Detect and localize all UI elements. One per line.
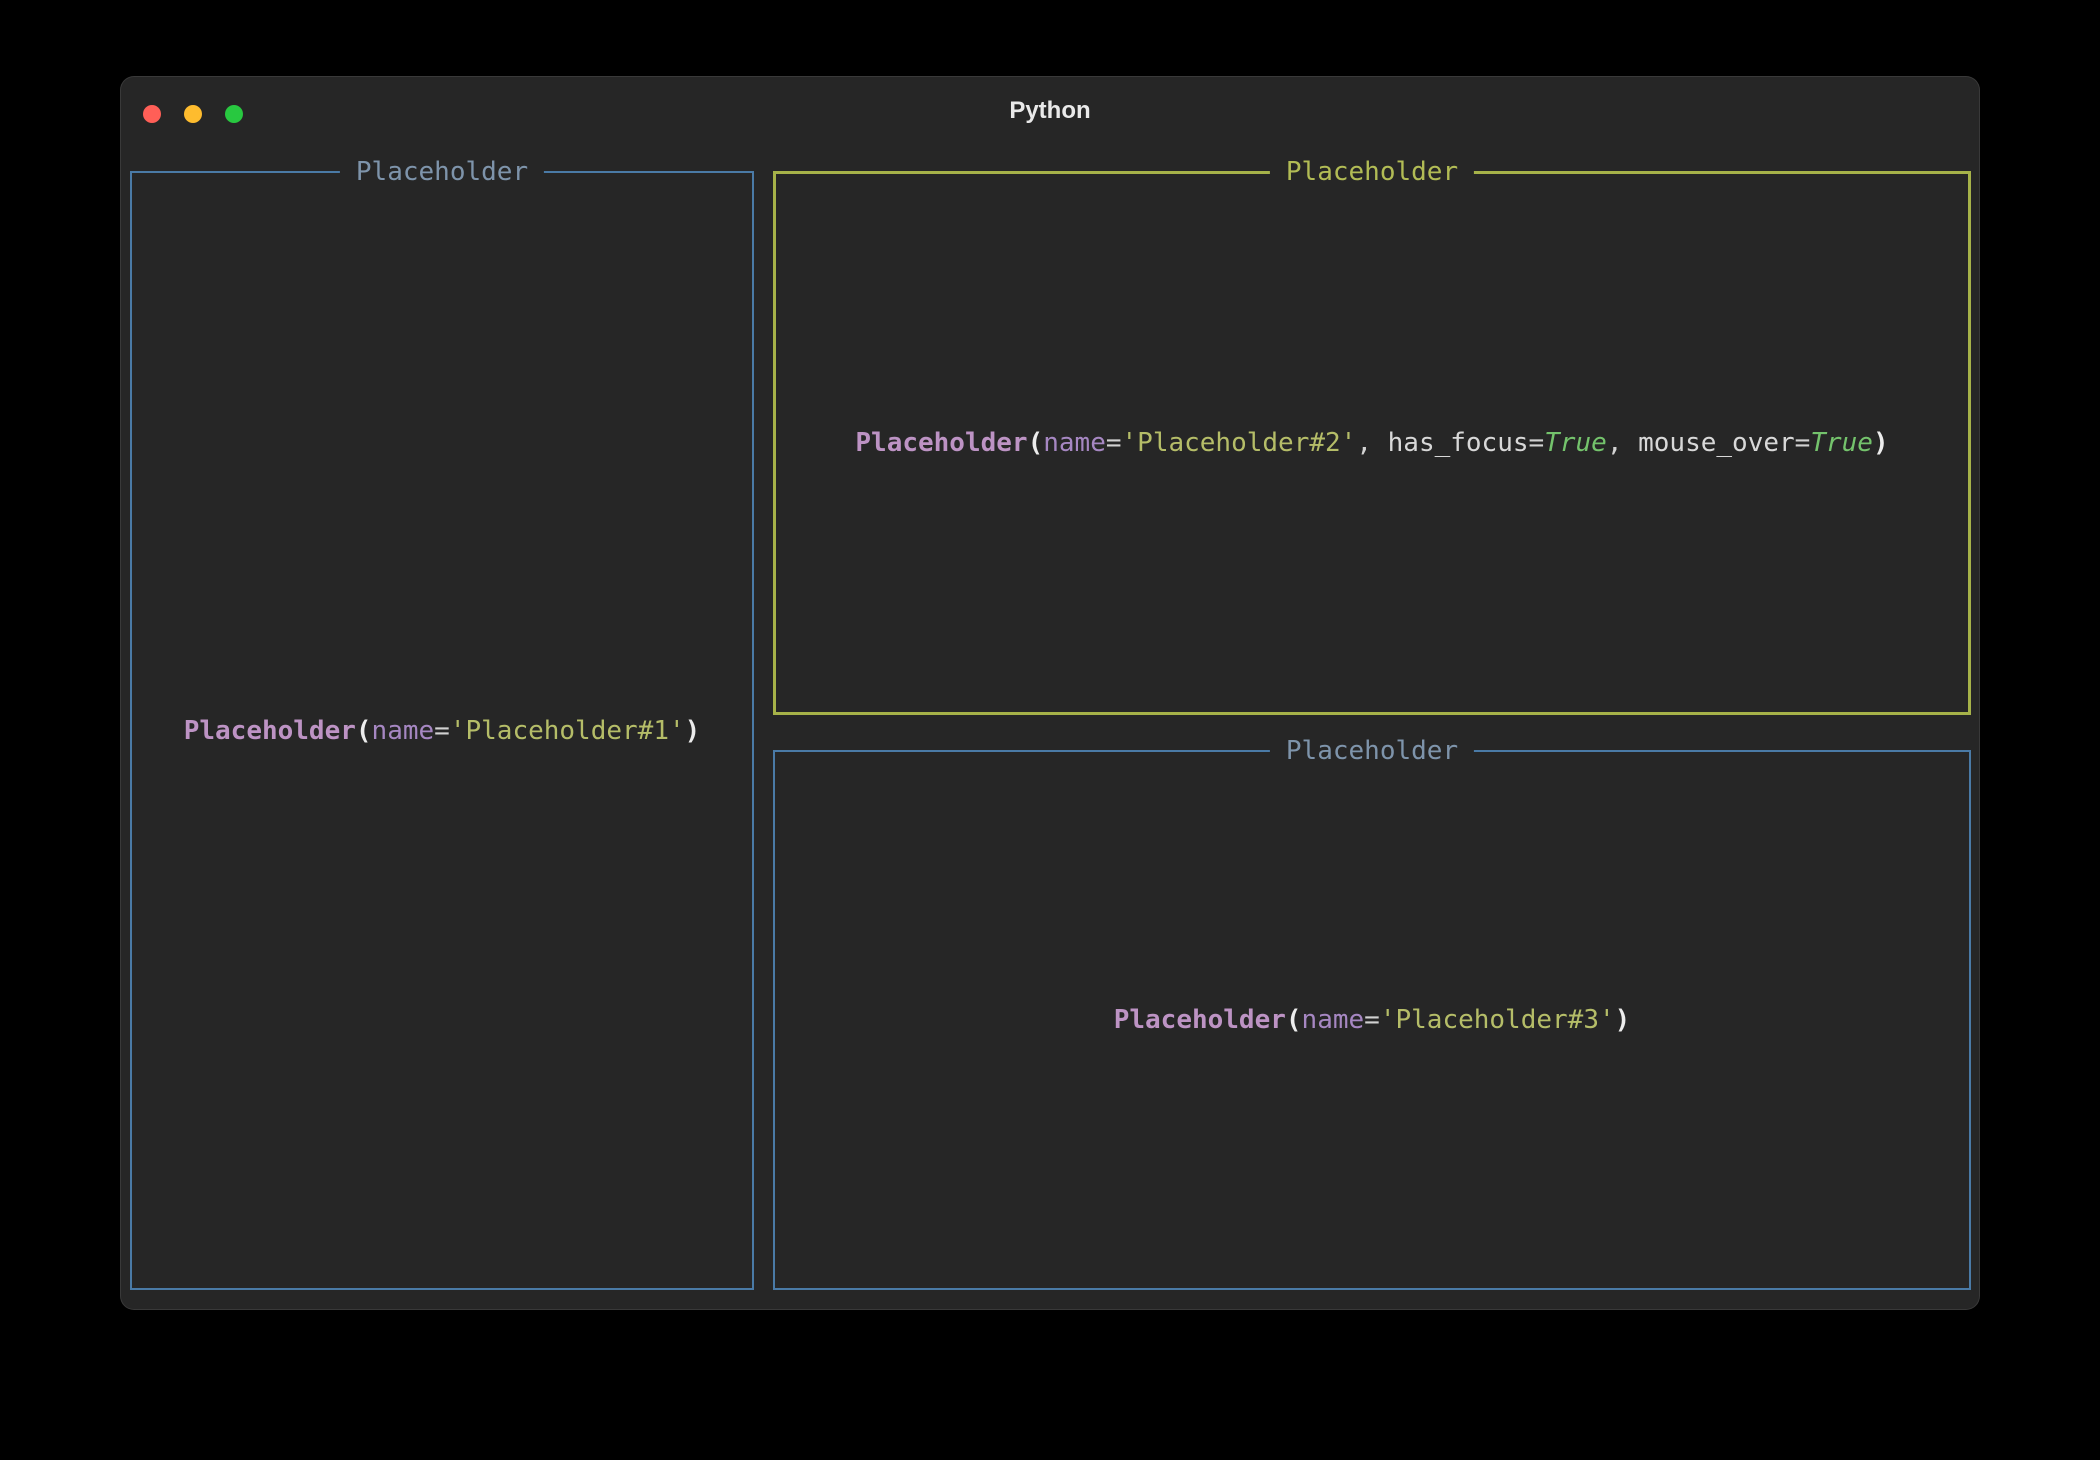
panel-border-title: Placeholder bbox=[1269, 154, 1475, 190]
repr-segment: = bbox=[1105, 428, 1122, 458]
repr-segment: = bbox=[434, 715, 450, 746]
repr-segment: = bbox=[1528, 428, 1545, 458]
repr-segment: ) bbox=[1872, 428, 1889, 458]
panel-border-title: Placeholder bbox=[339, 154, 545, 190]
repr-segment: ( bbox=[355, 715, 372, 746]
repr-segment: True bbox=[1810, 428, 1873, 458]
repr-segment: ( bbox=[1027, 428, 1044, 458]
placeholder-repr: Placeholder(name='Placeholder#1') bbox=[184, 713, 701, 749]
repr-segment: = bbox=[1364, 1005, 1380, 1035]
repr-segment: ( bbox=[1285, 1005, 1302, 1035]
repr-segment: 'Placeholder#3' bbox=[1379, 1005, 1615, 1035]
repr-segment: = bbox=[1794, 428, 1811, 458]
zoom-button[interactable] bbox=[225, 105, 243, 123]
placeholder-panel-2[interactable]: Placeholder Placeholder(name='Placeholde… bbox=[773, 154, 1971, 715]
repr-segment: name bbox=[1301, 1005, 1365, 1035]
close-button[interactable] bbox=[143, 105, 161, 123]
repr-segment: True bbox=[1544, 428, 1607, 458]
placeholder-repr: Placeholder(name='Placeholder#3') bbox=[1114, 1002, 1631, 1038]
repr-segment: 'Placeholder#1' bbox=[449, 715, 685, 746]
repr-segment: mouse_over bbox=[1638, 428, 1795, 458]
repr-segment: Placeholder bbox=[855, 428, 1028, 458]
placeholder-panel-3[interactable]: Placeholder Placeholder(name='Placeholde… bbox=[773, 733, 1971, 1290]
app-window: Python Placeholder Placeholder(name='Pla… bbox=[120, 76, 1980, 1310]
repr-segment: name bbox=[1043, 428, 1106, 458]
repr-segment: ) bbox=[1614, 1005, 1631, 1035]
repr-segment: , bbox=[1356, 428, 1388, 458]
repr-segment: ) bbox=[684, 715, 701, 746]
repr-segment: , bbox=[1606, 428, 1639, 458]
titlebar[interactable]: Python bbox=[120, 76, 1980, 165]
traffic-lights bbox=[143, 105, 243, 123]
repr-segment: 'Placeholder#2' bbox=[1121, 428, 1357, 458]
panel-border-title: Placeholder bbox=[1269, 733, 1475, 769]
repr-segment: Placeholder bbox=[1113, 1005, 1286, 1035]
placeholder-repr: Placeholder(name='Placeholder#2', has_fo… bbox=[855, 425, 1888, 461]
repr-segment: has_focus bbox=[1387, 428, 1529, 458]
repr-segment: name bbox=[371, 715, 435, 746]
minimize-button[interactable] bbox=[184, 105, 202, 123]
window-title: Python bbox=[1009, 97, 1091, 124]
repr-segment: Placeholder bbox=[183, 715, 356, 746]
placeholder-panel-1[interactable]: Placeholder Placeholder(name='Placeholde… bbox=[130, 154, 754, 1290]
